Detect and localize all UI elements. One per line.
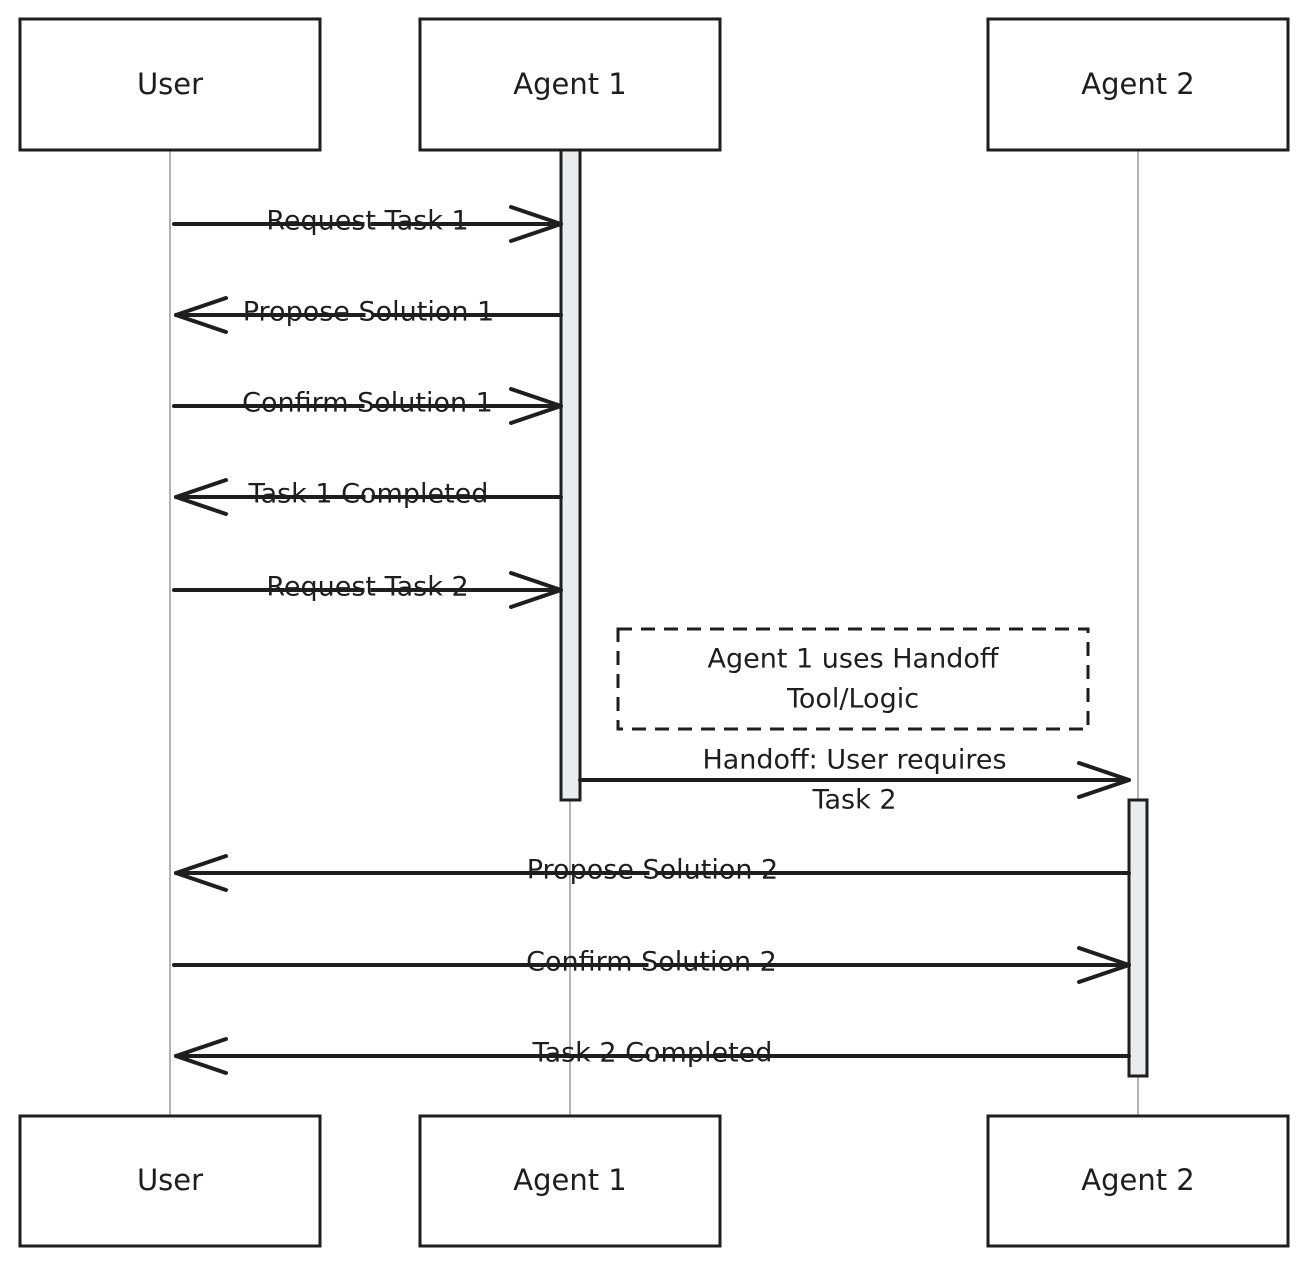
actor-box-agent2-top	[986, 17, 1290, 152]
actor-user-top[interactable]: User	[18, 17, 322, 152]
message-label-background	[364, 570, 371, 604]
message-label-background	[851, 783, 858, 817]
activation-agent1	[559, 148, 582, 802]
arrow-head-icon	[174, 854, 228, 892]
actor-box-user-top	[18, 17, 322, 152]
message-label: Confirm Solution 1	[242, 388, 493, 419]
message-label-background	[649, 853, 656, 887]
message-label: Propose Solution 2	[527, 855, 779, 886]
message-label: Confirm Solution 2	[526, 947, 777, 978]
arrow-head-icon	[509, 571, 563, 609]
note-line-2: Tool/Logic	[786, 684, 919, 715]
message-label: Task 2	[811, 785, 896, 816]
messages-layer: Request Task 1 Propose Solution 1 Confirm …	[172, 204, 1131, 1075]
actor-label-agent1-bottom: Agent 1	[513, 1163, 627, 1197]
message-label: Handoff: User requires	[702, 745, 1006, 776]
actor-label-agent2-bottom: Agent 2	[1081, 1163, 1195, 1197]
message-label: Request Task 2	[266, 572, 468, 603]
actor-box-user-bottom	[18, 1114, 322, 1248]
actor-agent2-top[interactable]: Agent 2	[986, 17, 1290, 152]
message-1: Request Task 1	[172, 204, 563, 243]
arrow-head-icon	[509, 387, 563, 425]
note-line-1: Agent 1 uses Handoff	[708, 644, 1000, 675]
message-4: Task 1 Completed	[174, 477, 563, 516]
arrow-head-icon	[174, 478, 228, 516]
activation-agent2	[1127, 798, 1149, 1078]
actor-agent1-bottom[interactable]: Agent 1	[418, 1114, 722, 1248]
message-label-background	[648, 945, 655, 979]
message-3: Confirm Solution 1	[172, 386, 563, 425]
message-2: Propose Solution 1	[174, 295, 563, 334]
arrow-head-icon	[509, 205, 563, 243]
note-handoff: Agent 1 uses Handoff Tool/Logic	[616, 627, 1090, 731]
message-label: Task 2 Completed	[532, 1038, 773, 1069]
message-label-background	[365, 295, 372, 329]
actor-label-user-bottom: User	[137, 1163, 203, 1197]
arrow-head-icon	[1077, 761, 1131, 799]
actor-agent1-top[interactable]: Agent 1	[418, 17, 722, 152]
actor-agent2-bottom[interactable]: Agent 2	[986, 1114, 1290, 1248]
actor-box-agent2-bottom	[986, 1114, 1290, 1248]
actor-label-agent1-top: Agent 1	[513, 67, 627, 101]
message-label: Request Task 1	[266, 206, 468, 237]
message-label-background	[649, 1036, 656, 1070]
message-label: Task 1 Completed	[248, 479, 489, 510]
message-8: Confirm Solution 2	[172, 945, 1131, 984]
message-9: Task 2 Completed	[174, 1036, 1131, 1075]
arrow-head-icon	[174, 296, 228, 334]
message-5: Request Task 2	[172, 570, 563, 609]
arrow-head-icon	[174, 1037, 228, 1075]
arrow-head-icon	[1077, 946, 1131, 984]
actor-user-bottom[interactable]: User	[18, 1114, 322, 1248]
message-label-background	[364, 204, 371, 238]
actor-label-user-top: User	[137, 67, 203, 101]
actor-box-agent1-top	[418, 17, 722, 152]
note-box	[616, 627, 1090, 731]
message-label-background	[364, 386, 371, 420]
message-label: Propose Solution 1	[243, 297, 495, 328]
actor-label-agent2-top: Agent 2	[1081, 67, 1195, 101]
message-label-background	[851, 743, 858, 777]
actor-box-agent1-bottom	[418, 1114, 722, 1248]
message-label-background	[365, 477, 372, 511]
message-7: Propose Solution 2	[174, 853, 1131, 892]
